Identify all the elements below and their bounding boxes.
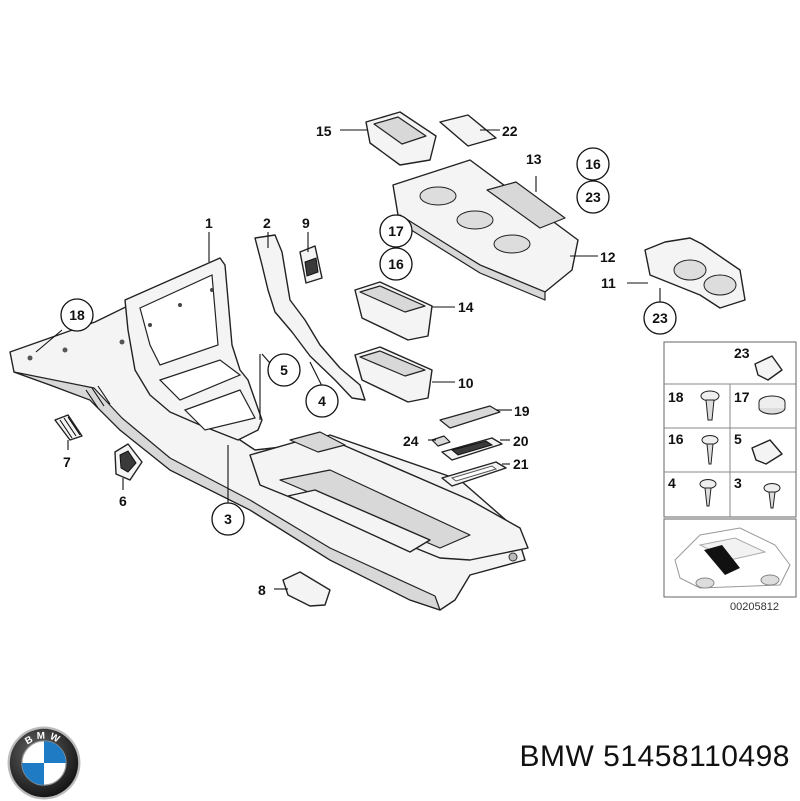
- callout-16-b: 16: [585, 156, 601, 172]
- callout-10: 10: [458, 375, 474, 391]
- bracket-part-2: [254, 234, 366, 401]
- callout-9: 9: [302, 215, 310, 231]
- callout-8: 8: [258, 582, 266, 598]
- callout-labels: 1 2 9 15 22 13 12 11 14 10 19 24 20 21 7…: [63, 123, 616, 598]
- fastener-table: 23 18 17 16 5 4 3: [663, 341, 797, 518]
- clip-part-9: [299, 245, 323, 284]
- table-label-17: 17: [734, 389, 750, 405]
- table-label-18: 18: [668, 389, 684, 405]
- table-label-23: 23: [734, 345, 750, 361]
- callout-2: 2: [263, 215, 271, 231]
- table-label-3: 3: [734, 475, 742, 491]
- callout-15: 15: [316, 123, 332, 139]
- callout-12: 12: [600, 249, 616, 265]
- trim-part-19: [439, 405, 501, 429]
- callout-16-a: 16: [388, 256, 404, 272]
- callout-5: 5: [280, 362, 288, 378]
- callout-11: 11: [601, 275, 616, 291]
- screw-icon-4: [699, 479, 717, 507]
- callout-20: 20: [513, 433, 529, 449]
- callout-22: 22: [502, 123, 518, 139]
- seal-part-21: [441, 461, 507, 487]
- grille-part-20: [441, 437, 503, 461]
- callout-19: 19: [514, 403, 530, 419]
- callout-7: 7: [63, 454, 71, 470]
- callout-21: 21: [513, 456, 529, 472]
- switch-part-6: [114, 443, 143, 481]
- compartment-part-10: [354, 346, 433, 403]
- console-location-highlight: [704, 545, 740, 575]
- callout-17: 17: [388, 223, 404, 239]
- pad-part-22: [439, 114, 497, 147]
- table-label-4: 4: [668, 475, 676, 491]
- cover-part-8: [282, 571, 331, 607]
- table-label-5: 5: [734, 431, 742, 447]
- compartment-part-14: [354, 281, 433, 341]
- callout-23-a: 23: [585, 189, 601, 205]
- screw-icon-18: [700, 390, 720, 421]
- callout-18: 18: [69, 307, 85, 323]
- screw-icon-3: [763, 483, 781, 509]
- diagram-code: 00205812: [730, 601, 779, 613]
- cupholder-tray-part-12: [392, 159, 579, 301]
- spring-nut-icon-5: [751, 439, 783, 465]
- vent-grille-part-7: [54, 414, 83, 441]
- callout-6: 6: [119, 493, 127, 509]
- callout-3: 3: [224, 511, 232, 527]
- circled-callouts: 18 5 4 3 17 16 16 23 23: [60, 147, 677, 536]
- callout-14: 14: [458, 299, 474, 315]
- bmw-logo: BMW: [7, 726, 81, 800]
- rear-tray: [249, 431, 529, 561]
- clip-part-24: [431, 435, 451, 447]
- cupholder-part-11: [644, 237, 746, 309]
- callout-24: 24: [403, 433, 419, 449]
- part-number-caption: BMW 51458110498: [519, 740, 790, 773]
- plug-cap-icon-17: [758, 395, 786, 415]
- storage-box-part-15: [365, 111, 437, 166]
- clip-nut-icon-23: [754, 355, 783, 381]
- callout-13: 13: [526, 151, 542, 167]
- screw-icon-16: [701, 435, 719, 465]
- table-label-16: 16: [668, 431, 684, 447]
- vehicle-locator-thumbnail: [663, 518, 797, 598]
- console-frame: [124, 257, 263, 441]
- callout-1: 1: [205, 215, 213, 231]
- callout-23-b: 23: [652, 310, 668, 326]
- callout-4: 4: [318, 393, 326, 409]
